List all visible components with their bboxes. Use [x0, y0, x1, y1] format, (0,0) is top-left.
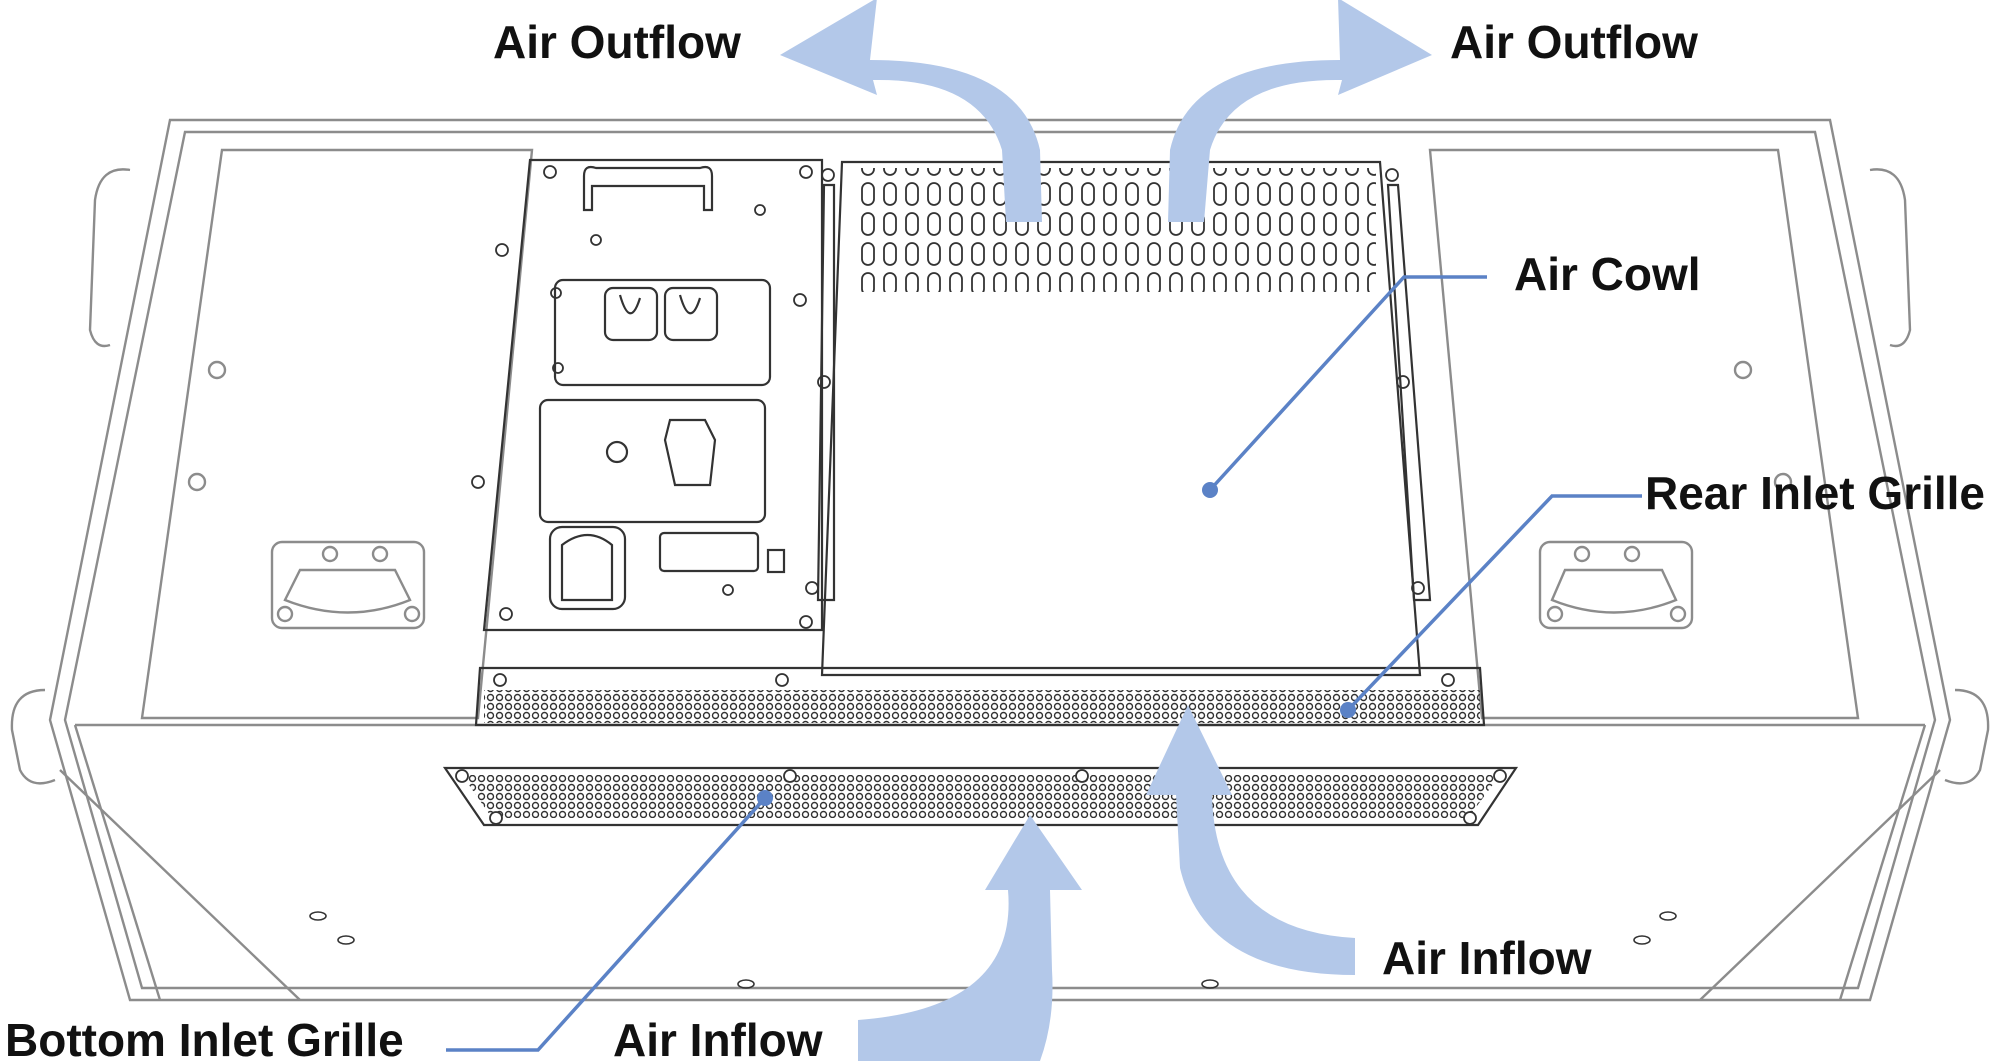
air-cowl	[805, 160, 1432, 677]
air-outflow-arrow-left	[780, 0, 1042, 222]
right-handle	[1538, 540, 1694, 630]
air-inflow-arrow-bottom	[858, 815, 1082, 1061]
air-inflow-arrow-right	[1146, 705, 1355, 975]
rear-inlet-grille-label: Rear Inlet Grille	[1645, 467, 1985, 519]
mounting-points	[309, 911, 1677, 989]
air-outflow-left-label: Air Outflow	[493, 16, 741, 68]
air-cowl-label: Air Cowl	[1514, 248, 1701, 300]
leader-dots	[757, 482, 1356, 806]
air-inflow-bottom-label: Air Inflow	[613, 1014, 823, 1061]
air-inflow-right-label: Air Inflow	[1382, 932, 1592, 984]
amplifier-plate	[471, 158, 824, 632]
leader-lines	[446, 275, 1642, 1052]
air-outflow-arrow-right	[1168, 0, 1432, 222]
air-cowl-leader	[1208, 275, 1487, 492]
bottom-inlet-grille-leader	[446, 796, 767, 1052]
panel-screws	[187, 360, 1793, 492]
rear-inlet-grille	[474, 666, 1486, 727]
bottom-inlet-grille-label: Bottom Inlet Grille	[5, 1014, 404, 1061]
left-handle	[270, 540, 426, 630]
rear-inlet-grille-leader	[1346, 494, 1642, 712]
air-outflow-right-label: Air Outflow	[1450, 16, 1698, 68]
bottom-inlet-grille	[442, 766, 1519, 827]
